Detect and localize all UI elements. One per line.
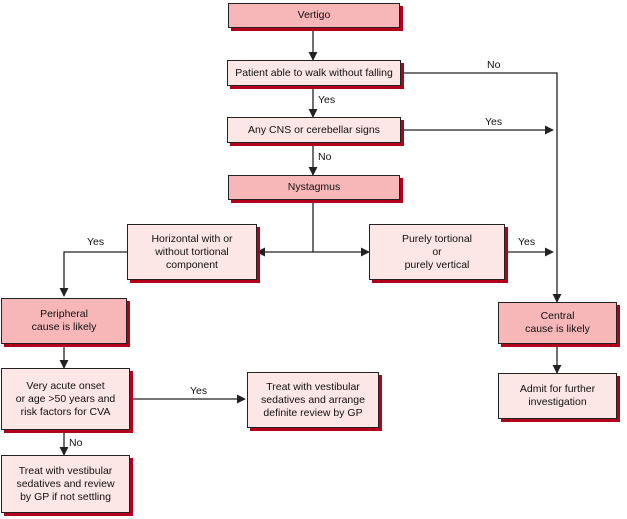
label-walk-yes: Yes <box>318 94 336 106</box>
edge-walk-no <box>401 72 562 303</box>
label-acute-yes: Yes <box>190 385 208 397</box>
node-admit: Admit for further investigation <box>498 373 617 419</box>
label-cns-yes: Yes <box>485 116 503 128</box>
node-peripheral: Peripheral cause is likely <box>1 298 127 344</box>
label-acute-no: No <box>69 437 83 449</box>
node-central: Central cause is likely <box>498 302 617 344</box>
edge-horizontal-peripheral <box>59 251 127 297</box>
node-tortional: Purely tortional or purely vertical <box>369 224 505 280</box>
label-cns-no: No <box>318 151 332 163</box>
node-cns: Any CNS or cerebellar signs <box>227 117 401 143</box>
label-walk-no: No <box>487 59 501 71</box>
node-horizontal: Horizontal with or without tortional com… <box>127 224 257 280</box>
label-tortional-yes: Yes <box>518 236 536 248</box>
node-acute: Very acute onset or age >50 years and ri… <box>1 368 130 430</box>
node-nystagmus: Nystagmus <box>228 175 400 200</box>
node-treat: Treat with vestibular sedatives and revi… <box>1 455 130 513</box>
node-walk: Patient able to walk without falling <box>227 60 401 86</box>
node-review: Treat with vestibular sedatives and arra… <box>247 372 379 428</box>
label-horizontal-yes: Yes <box>87 236 105 248</box>
node-vertigo: Vertigo <box>228 3 400 28</box>
